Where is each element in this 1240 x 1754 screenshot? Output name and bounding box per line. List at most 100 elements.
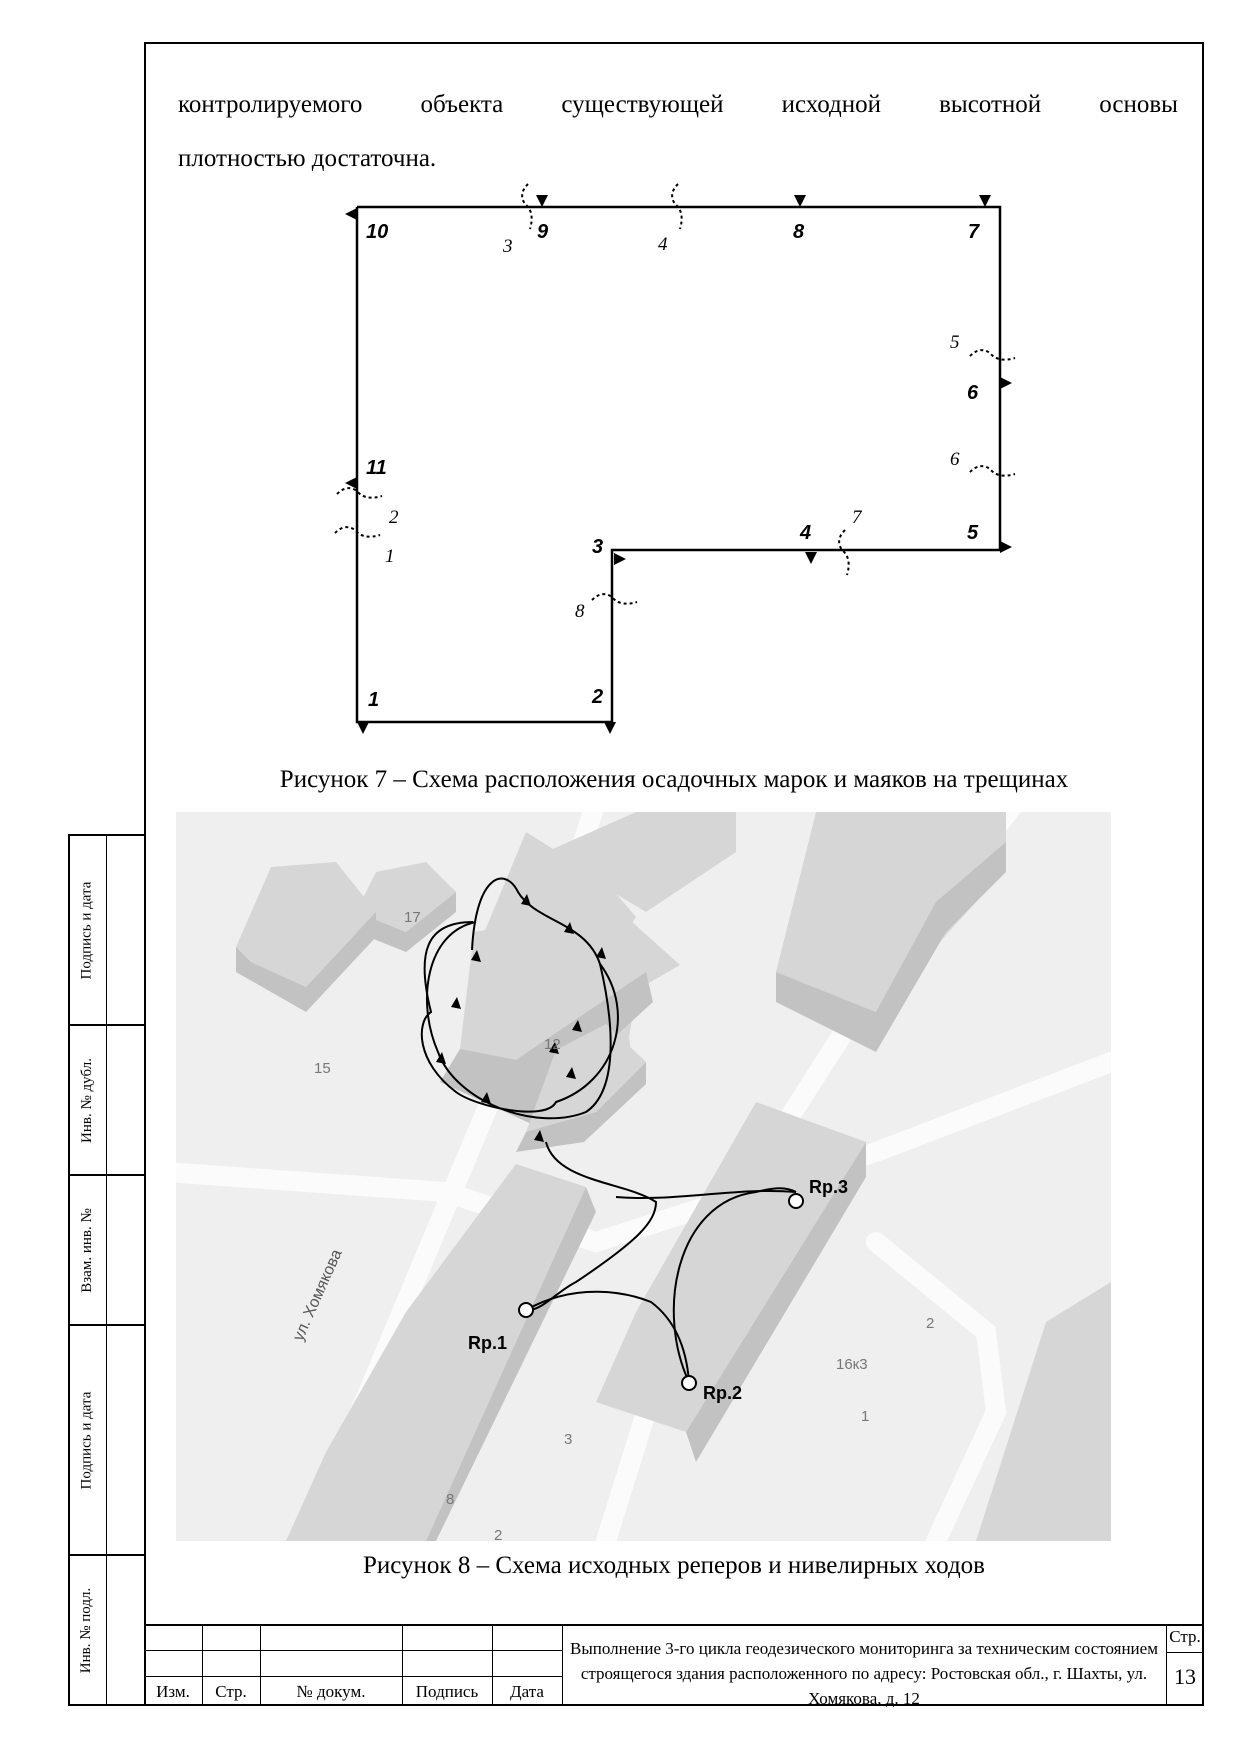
mark-label: 11 <box>366 457 387 479</box>
mark-label: 4 <box>799 522 811 544</box>
mark-label: 2 <box>591 686 603 708</box>
leveling-traverse <box>672 1187 797 1383</box>
mark-label: 6 <box>967 382 979 404</box>
settlement-mark <box>794 195 806 207</box>
building <box>356 862 456 932</box>
entrance-number: 3 <box>564 1431 572 1448</box>
benchmark-label: Rp.3 <box>809 1177 848 1197</box>
building <box>976 1282 1111 1541</box>
mark-label: 10 <box>366 221 388 243</box>
settlement-mark <box>1000 377 1012 389</box>
crack-label: 1 <box>385 546 395 567</box>
benchmark-rp1 <box>518 1302 534 1318</box>
word: контролируемого <box>178 91 363 118</box>
settlement-mark <box>596 947 606 959</box>
page-number: 13 <box>1174 1664 1196 1689</box>
crack-beacon <box>336 487 383 499</box>
building-number: 8 <box>446 1491 454 1508</box>
mark-label: 9 <box>537 221 549 243</box>
header-izm: Изм. <box>156 1682 190 1701</box>
crack-label: 4 <box>658 234 668 255</box>
settlement-mark <box>345 208 357 220</box>
sidebar-cell: Подпись и дата <box>68 834 144 1024</box>
settlement-mark <box>436 1052 446 1064</box>
header-date: Дата <box>510 1682 544 1701</box>
settlement-mark <box>536 195 548 207</box>
crack-label: 6 <box>950 449 960 470</box>
word: существующей <box>561 91 724 118</box>
sidebar-label: Инв. № дубл. <box>78 1057 95 1143</box>
crack-beacon <box>671 183 683 230</box>
crack-beacon <box>838 529 850 576</box>
settlement-mark <box>451 997 461 1009</box>
building <box>686 1142 866 1462</box>
leveling-traverse <box>420 877 619 1113</box>
benchmark-label: Rp.1 <box>468 1333 507 1353</box>
word: основы <box>1099 91 1178 118</box>
figure-7-scheme: 1 2 3 4 5 6 7 8 9 10 11 1 2 3 4 5 6 7 8 <box>334 183 1016 734</box>
title-block: Изм. Стр. № докум. Подпись Дата Выполнен… <box>144 1624 1204 1708</box>
paragraph-line-2: плотностью достаточна. <box>178 145 437 172</box>
left-binding-strip: Подпись и дата Инв. № дубл. Взам. инв. №… <box>68 834 144 1706</box>
crack-label: 2 <box>389 507 399 528</box>
building <box>356 892 456 952</box>
settlement-mark <box>345 477 357 489</box>
body-paragraph: контролируемого объекта существующей исх… <box>178 78 1178 186</box>
entrance-number: 2 <box>494 1527 502 1541</box>
mark-label: 8 <box>793 221 805 243</box>
road <box>866 1232 1007 1541</box>
entrance-number: 2 <box>926 1315 934 1332</box>
building-number: 16к3 <box>836 1356 868 1373</box>
settlement-mark <box>566 1067 576 1079</box>
crack-label: 8 <box>575 601 585 622</box>
header-signature: Подпись <box>415 1682 479 1701</box>
page-label: Стр. <box>1169 1627 1201 1646</box>
benchmark-rp3 <box>788 1193 804 1209</box>
leveling-traverse <box>426 921 612 1120</box>
settlement-mark <box>564 922 574 934</box>
crack-beacon <box>969 465 1016 477</box>
settlement-mark <box>805 552 817 564</box>
leveling-traverse <box>525 1141 658 1312</box>
building <box>236 862 376 987</box>
building <box>596 1102 866 1432</box>
sidebar-label: Подпись и дата <box>78 1391 95 1489</box>
crack-beacon <box>969 349 1016 361</box>
header-str: Стр. <box>215 1682 247 1701</box>
word: объекта <box>420 91 504 118</box>
building-12 <box>516 1062 646 1152</box>
building <box>776 842 1006 1052</box>
building-12 <box>460 912 646 1060</box>
sidebar-label: Инв. № подл. <box>78 1587 95 1673</box>
document-title: Выполнение 3-го цикла геодезического мон… <box>570 1639 1158 1708</box>
paragraph-line-1: контролируемого объекта существующей исх… <box>178 78 1178 132</box>
crack-beacon <box>334 526 381 538</box>
mark-label: 1 <box>368 689 379 711</box>
building-12 <box>460 972 653 1112</box>
building <box>426 1187 596 1541</box>
settlement-mark <box>481 1092 491 1104</box>
figure-7-caption: Рисунок 7 – Схема расположения осадочных… <box>279 766 1069 793</box>
page-frame <box>144 42 1204 1706</box>
settlement-mark <box>534 1130 544 1142</box>
road <box>176 1052 1111 1253</box>
sidebar-label: Взам. инв. № <box>78 1207 95 1293</box>
benchmark-rp2 <box>681 1375 697 1391</box>
sidebar-cell: Инв. № подл. <box>68 1554 144 1706</box>
building <box>546 812 736 912</box>
leveling-traverse <box>615 1189 797 1200</box>
crack-label: 3 <box>502 236 513 257</box>
settlement-mark <box>979 195 991 207</box>
leveling-traverse <box>525 1290 690 1383</box>
mark-label: 5 <box>967 522 979 544</box>
building <box>236 912 376 1012</box>
sidebar-cell: Подпись и дата <box>68 1324 144 1554</box>
building-number: 17 <box>404 909 421 926</box>
building <box>286 1164 586 1541</box>
settlement-mark <box>521 894 531 906</box>
sidebar-label: Подпись и дата <box>78 881 95 979</box>
crack-beacon <box>591 593 638 605</box>
building-number: 15 <box>314 1060 331 1077</box>
settlement-mark <box>604 722 616 734</box>
building-number: 12 <box>544 1036 561 1053</box>
